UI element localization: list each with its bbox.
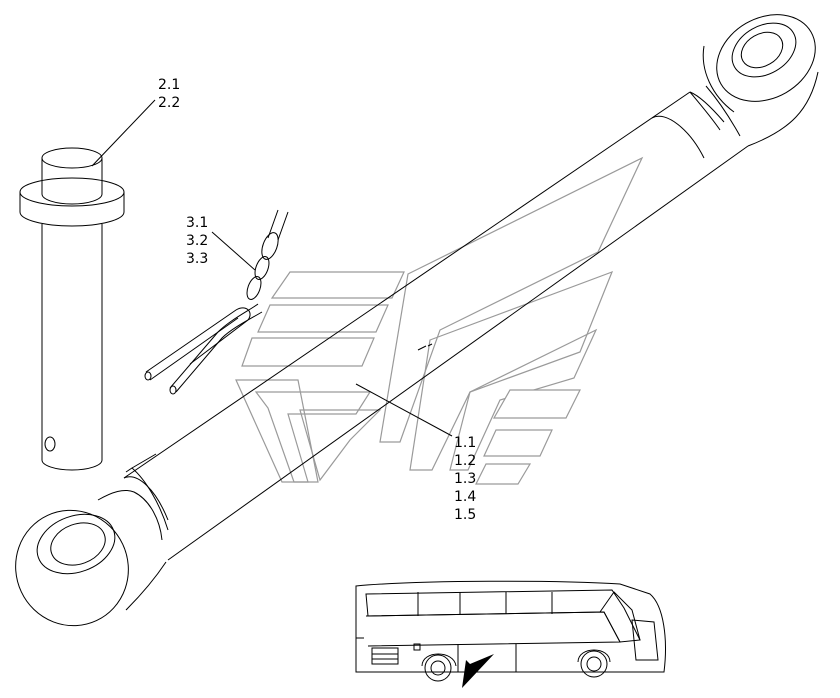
watermark-logo	[235, 156, 644, 485]
rod-callout-2: 1.2	[454, 453, 477, 469]
pin-callout-2: 2.2	[158, 95, 181, 111]
rod-callout-3: 1.3	[454, 471, 477, 487]
rod-callout-1: 1.1	[454, 435, 477, 451]
rod-callout-5: 1.5	[454, 507, 477, 523]
clip-callout-2: 3.2	[186, 233, 209, 249]
clip-leader-line	[211, 231, 256, 271]
rod-leader-line	[355, 383, 453, 437]
tick-mark	[417, 343, 433, 351]
pin-leader-line	[91, 99, 156, 167]
clip-callout-1: 3.1	[186, 215, 209, 231]
pin-callout: 2.1 2.2	[158, 76, 180, 112]
clip-callout: 3.1 3.2 3.3	[186, 214, 208, 268]
rod-callout-4: 1.4	[454, 489, 477, 505]
hydraulic-cylinder	[15, 14, 819, 627]
rod-callout: 1.1 1.2 1.3 1.4 1.5	[454, 434, 476, 524]
arrow-marker-icon	[462, 654, 494, 688]
clip-callout-3: 3.3	[186, 251, 209, 267]
pin	[19, 147, 125, 471]
bus-outline-icon	[355, 580, 666, 682]
clip-and-chain	[144, 209, 289, 395]
pin-callout-1: 2.1	[158, 77, 181, 93]
